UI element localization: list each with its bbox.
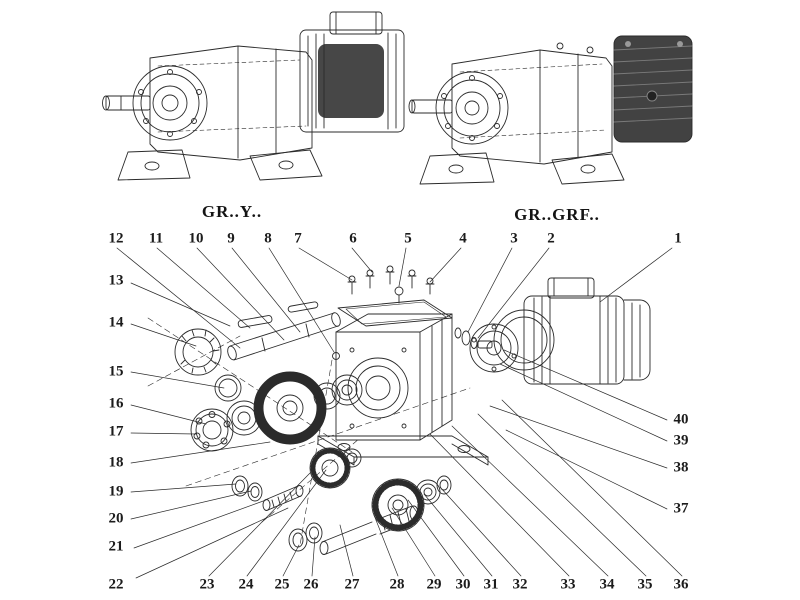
ball-bearing-c-icon: [331, 374, 363, 406]
intermediate-gear-icon: [309, 447, 362, 489]
motor-shaft-parts-icon: [454, 327, 493, 349]
mounting-feet-icon: [117, 149, 323, 181]
input-cover-icon: [435, 71, 509, 145]
callout-25: 25: [274, 576, 290, 593]
vent-plug-icon: [394, 286, 404, 304]
callout-5: 5: [404, 230, 412, 247]
washers-left-bottom-icon: [288, 522, 323, 552]
callout-9: 9: [227, 230, 235, 247]
callout-24: 24: [238, 576, 254, 593]
callout-22: 22: [108, 576, 124, 593]
input-shaft-icon: [227, 312, 341, 361]
variant-label-gr-y: GR..Y..: [201, 202, 263, 221]
drain-plug-icon: [332, 352, 340, 360]
callout-31: 31: [483, 576, 499, 593]
gear-housing-icon: [451, 42, 613, 165]
housing-cover-icon: [337, 299, 453, 327]
mounting-feet-icon: [419, 152, 625, 185]
cover-bolts-icon: [347, 265, 435, 304]
callout-32: 32: [512, 576, 528, 593]
shaft-keys-icon: [237, 301, 319, 328]
callout-30: 30: [455, 576, 471, 593]
retaining-ring-icon: [214, 374, 242, 402]
callout-1: 1: [674, 230, 682, 247]
callout-37: 37: [673, 500, 689, 517]
callout-6: 6: [349, 230, 357, 247]
callout-21: 21: [108, 538, 124, 555]
callout-35: 35: [637, 576, 653, 593]
callout-23: 23: [199, 576, 215, 593]
washers-right-icon: [436, 475, 452, 495]
large-gear-icon: [253, 371, 327, 445]
callout-3: 3: [510, 230, 518, 247]
callout-14: 14: [108, 314, 124, 331]
callout-28: 28: [389, 576, 405, 593]
callout-7: 7: [294, 230, 302, 247]
callout-15: 15: [108, 363, 124, 380]
callout-11: 11: [148, 230, 164, 247]
callout-26: 26: [303, 576, 319, 593]
callout-38: 38: [673, 459, 689, 476]
oil-seal-icon: [174, 328, 222, 376]
input-cover-icon: [132, 65, 208, 141]
gear-housing-icon: [149, 45, 313, 161]
callout-2: 2: [547, 230, 555, 247]
callout-19: 19: [108, 483, 124, 500]
callout-17: 17: [108, 423, 124, 440]
callout-8: 8: [264, 230, 272, 247]
small-washers-icon: [231, 475, 263, 502]
assembled-view-gr-y: [102, 11, 405, 181]
callout-36: 36: [673, 576, 689, 593]
fan-cover-icon: [623, 299, 651, 381]
variant-label-gr-grf: GR..GRF..: [514, 205, 600, 224]
assembled-view-gr-grf: [408, 35, 693, 185]
callout-20: 20: [108, 510, 124, 527]
callout-4: 4: [459, 230, 467, 247]
callout-34: 34: [599, 576, 615, 593]
callout-39: 39: [673, 432, 689, 449]
terminal-box-icon: [547, 277, 595, 299]
callout-10: 10: [188, 230, 204, 247]
flange-adapter-icon: [613, 35, 693, 143]
input-pinion-icon: [262, 485, 304, 511]
callout-27: 27: [344, 576, 360, 593]
motor-exploded-icon: [493, 277, 651, 385]
exploded-view: [147, 265, 651, 555]
motor-icon: [299, 11, 405, 133]
callout-13: 13: [108, 272, 124, 289]
callout-16: 16: [108, 395, 124, 412]
callout-12: 12: [108, 230, 124, 247]
callout-29: 29: [426, 576, 442, 593]
ball-bearing-d-icon: [415, 479, 441, 505]
gearbox-housing-icon: [332, 313, 453, 441]
ball-bearing-a-icon: [190, 408, 234, 452]
callout-40: 40: [673, 411, 689, 428]
leader-lines: [116, 247, 683, 579]
callout-33: 33: [560, 576, 576, 593]
output-gear-icon: [371, 478, 425, 532]
spacer-ring-icon: [313, 382, 341, 410]
callout-18: 18: [108, 454, 124, 471]
output-shaft-icon: [408, 99, 453, 114]
output-flange-icon: [469, 323, 519, 373]
output-shaft-icon: [102, 95, 151, 111]
